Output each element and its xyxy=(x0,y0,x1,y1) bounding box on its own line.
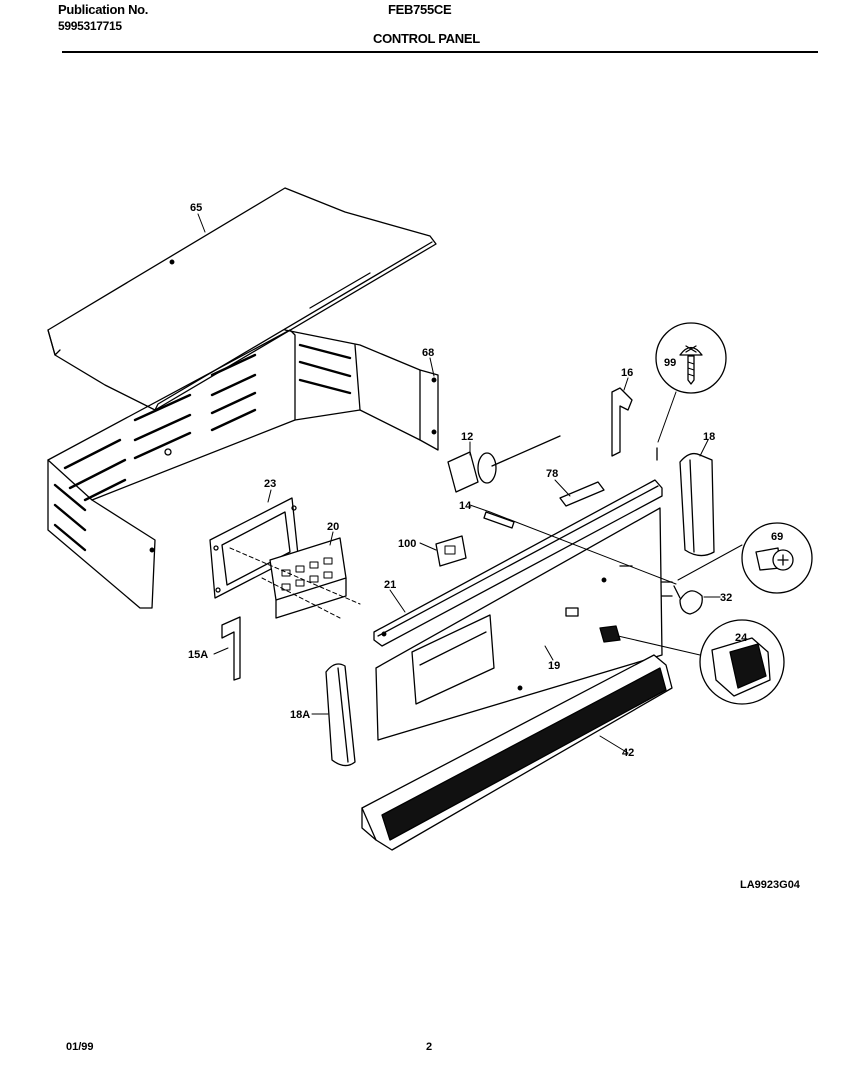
callout-19: 19 xyxy=(548,660,560,672)
part-18a-end-cap[interactable] xyxy=(325,663,356,767)
header-rule xyxy=(62,51,818,53)
part-78-shaft[interactable] xyxy=(559,481,605,507)
part-14-screw[interactable] xyxy=(483,511,515,529)
leader-lines xyxy=(197,213,743,754)
callout-21: 21 xyxy=(384,579,396,591)
callout-68: 68 xyxy=(422,347,434,359)
callout-14: 14 xyxy=(459,500,472,512)
part-21-trim-rail[interactable] xyxy=(373,479,663,647)
diagram-code: LA9923G04 xyxy=(740,879,800,891)
publication-number: 5995317715 xyxy=(58,19,122,33)
part-18-end-cap[interactable] xyxy=(679,452,715,557)
callout-24: 24 xyxy=(735,632,748,644)
part-32-knob[interactable] xyxy=(673,585,703,615)
footer-date: 01/99 xyxy=(66,1041,94,1053)
part-65-top-cover[interactable] xyxy=(47,187,437,411)
callout-100: 100 xyxy=(398,538,416,550)
callout-99: 99 xyxy=(664,357,676,369)
detail-69-screw xyxy=(741,522,813,594)
part-68-housing[interactable] xyxy=(47,329,439,609)
callout-labels: 65 68 99 16 12 18 78 14 23 20 100 69 21 … xyxy=(188,202,783,759)
section-title: CONTROL PANEL xyxy=(373,31,480,46)
callout-15a: 15A xyxy=(188,649,208,661)
callout-65: 65 xyxy=(190,202,202,214)
part-100-label[interactable] xyxy=(435,535,467,567)
page-number: 2 xyxy=(426,1041,433,1053)
part-24-rocker-switch[interactable] xyxy=(599,625,621,643)
callout-23: 23 xyxy=(264,478,276,490)
part-20-control-board[interactable] xyxy=(269,537,347,619)
callout-20: 20 xyxy=(327,521,339,533)
publication-label: Publication No. xyxy=(58,2,149,17)
callout-18a: 18A xyxy=(290,709,310,721)
part-19-control-panel[interactable] xyxy=(375,507,663,741)
callout-12: 12 xyxy=(461,431,473,443)
part-16-bracket[interactable] xyxy=(611,387,633,457)
part-15a-bracket[interactable] xyxy=(221,616,241,681)
part-42-lower-trim[interactable] xyxy=(361,654,673,851)
callout-32: 32 xyxy=(720,592,732,604)
callout-69: 69 xyxy=(771,531,783,543)
model-number: FEB755CE xyxy=(388,2,452,17)
callout-16: 16 xyxy=(621,367,633,379)
part-12-selector-switch[interactable] xyxy=(447,435,561,493)
detail-99-screw xyxy=(655,322,727,394)
detail-24-switch xyxy=(699,619,785,705)
callout-18: 18 xyxy=(703,431,715,443)
callout-78: 78 xyxy=(546,468,558,480)
callout-42: 42 xyxy=(622,747,634,759)
